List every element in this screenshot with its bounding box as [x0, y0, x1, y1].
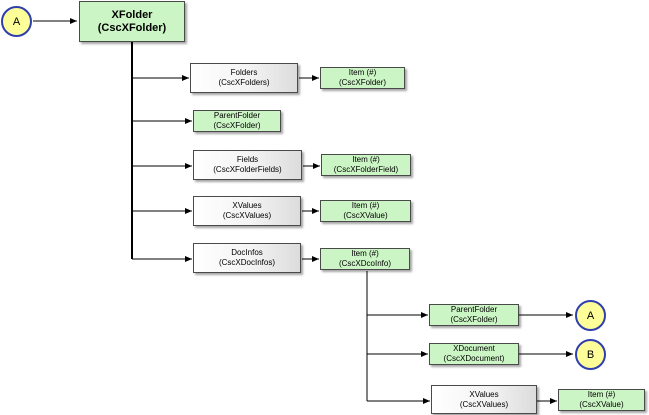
node-name: Item (#)	[348, 68, 377, 77]
node-name: DocInfos	[231, 248, 263, 257]
xvalues-node: XValues (CscXValues)	[193, 196, 301, 226]
connector-a-right: A	[575, 300, 606, 331]
node-name: XDocument	[453, 344, 495, 353]
docinfos-node: DocInfos (CscXDocInfos)	[193, 243, 301, 273]
connector-a-top: A	[1, 6, 32, 37]
fields-node: Fields (CscXFolderFields)	[193, 150, 302, 180]
node-name: XValues	[232, 201, 262, 210]
root-subtitle: (CscXFolder)	[97, 21, 167, 34]
xvalues-item-node: Item (#) (CscXValue)	[320, 200, 411, 222]
docinfos-item-node: Item (#) (CscXDcoInfo)	[320, 248, 410, 270]
node-name: ParentFolder	[450, 305, 498, 314]
node-name: Item (#)	[587, 390, 616, 399]
node-type: (CscXValues)	[222, 211, 272, 220]
connector-b-label: B	[586, 348, 595, 361]
node-name: Folders	[230, 68, 258, 77]
connector-b-right: B	[575, 339, 606, 370]
node-type: (CscXFolder)	[338, 78, 387, 87]
parent-folder-node: ParentFolder (CscXFolder)	[193, 110, 281, 132]
root-title: XFolder	[111, 8, 153, 21]
doc-xvalues-item-node: Item (#) (CscXValue)	[558, 389, 645, 411]
xfolder-root-node: XFolder (CscXFolder)	[79, 1, 185, 42]
node-type: (CscXValues)	[459, 399, 509, 409]
connector-a-label: A	[12, 15, 21, 28]
node-name: Item (#)	[352, 155, 380, 164]
node-name: Item (#)	[351, 201, 380, 210]
doc-xdocument-node: XDocument (CscXDocument)	[429, 343, 519, 365]
node-type: (CscXFolder)	[213, 121, 261, 130]
node-name: XValues	[469, 389, 499, 399]
doc-xvalues-node: XValues (CscXValues)	[431, 385, 537, 414]
node-type: (CscXFolders)	[218, 78, 270, 87]
node-type: (CscXValue)	[343, 211, 388, 220]
doc-parent-folder-node: ParentFolder (CscXFolder)	[429, 304, 519, 326]
node-type: (CscXDocument)	[443, 354, 505, 363]
node-type: (CscXValue)	[579, 400, 624, 409]
connector-a-label: A	[586, 309, 595, 322]
folders-node: Folders (CscXFolders)	[190, 63, 298, 93]
node-type: (CscXFolderFields)	[213, 165, 282, 174]
node-type: (CscXFolderField)	[333, 165, 399, 174]
node-type: (CscXDcoInfo)	[338, 259, 391, 268]
fields-item-node: Item (#) (CscXFolderField)	[321, 154, 411, 176]
node-type: (CscXDocInfos)	[218, 258, 275, 267]
folders-item-node: Item (#) (CscXFolder)	[320, 67, 405, 89]
node-name: Fields	[236, 155, 259, 164]
node-name: ParentFolder	[213, 111, 261, 120]
node-type: (CscXFolder)	[450, 315, 498, 324]
node-name: Item (#)	[351, 249, 379, 258]
